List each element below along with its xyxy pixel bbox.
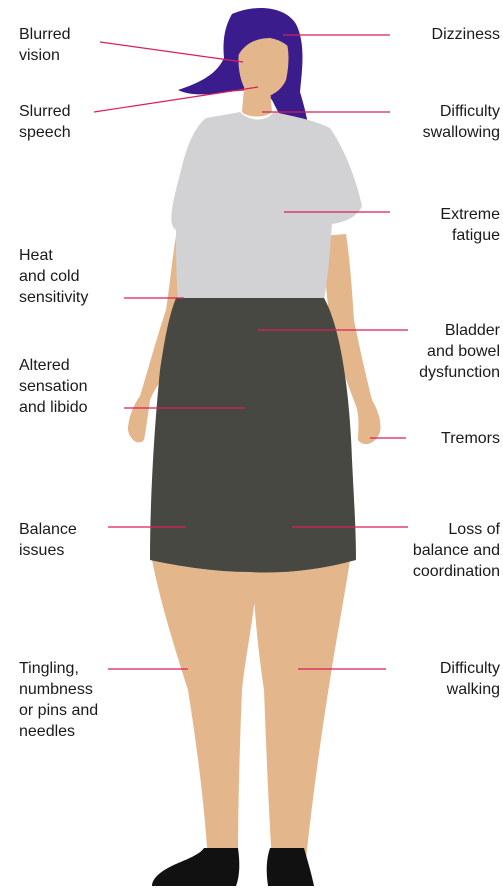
label-tingling: Tingling, numbness or pins and needles <box>19 658 98 742</box>
right-shoe <box>267 848 314 886</box>
label-slurred-speech: Slurred speech <box>19 101 71 143</box>
label-dizziness: Dizziness <box>432 24 500 45</box>
right-leg <box>252 560 350 860</box>
label-altered-sensation: Altered sensation and libido <box>19 355 88 418</box>
leader-blurred-vision <box>100 42 243 62</box>
label-heat-cold: Heat and cold sensitivity <box>19 245 88 308</box>
leader-slurred-speech <box>94 87 258 112</box>
skirt <box>150 298 356 573</box>
label-blurred-vision: Blurred vision <box>19 24 71 66</box>
label-difficulty-walking: Difficulty walking <box>440 658 500 700</box>
label-difficulty-swallowing: Difficulty swallowing <box>423 101 500 143</box>
label-extreme-fatigue: Extreme fatigue <box>440 204 500 246</box>
label-loss-balance: Loss of balance and coordination <box>413 519 500 582</box>
left-leg <box>152 560 258 860</box>
label-bladder-bowel: Bladder and bowel dysfunction <box>419 320 500 383</box>
label-tremors: Tremors <box>441 428 500 449</box>
left-shoe <box>152 848 239 886</box>
label-balance-issues: Balance issues <box>19 519 77 561</box>
